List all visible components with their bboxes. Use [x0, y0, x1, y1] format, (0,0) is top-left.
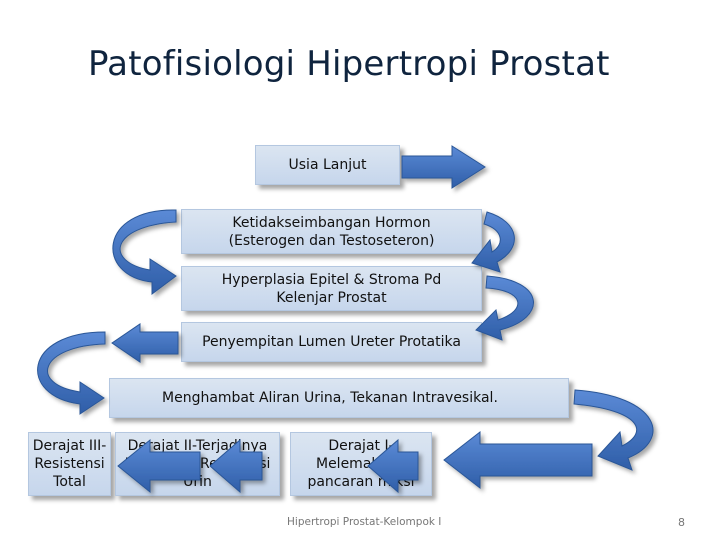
- box-penyempitan-lumen: Penyempitan Lumen Ureter Protatika: [181, 322, 482, 362]
- box-usia-lanjut-label: Usia Lanjut: [288, 157, 367, 173]
- curved-arrow-icon: [471, 211, 515, 273]
- slide-title: Patofisiologi Hipertropi Prostat: [88, 44, 610, 84]
- box-derajat-3: Derajat III- Resistensi Total: [28, 432, 111, 496]
- curved-arrow-icon: [475, 275, 534, 341]
- curved-arrow-icon: [37, 331, 106, 415]
- box-menghambat-aliran: Menghambat Aliran Urina, Tekanan Intrave…: [109, 378, 569, 418]
- box-usia-lanjut: Usia Lanjut: [255, 145, 400, 185]
- slide-footer: Hipertropi Prostat-Kelompok I: [287, 516, 442, 528]
- box-ketidakseimbangan-hormon-label: Ketidakseimbangan Hormon (Esterogen dan …: [228, 214, 435, 249]
- left-arrow-icon: [443, 430, 593, 490]
- page-number: 8: [678, 516, 685, 529]
- box-ketidakseimbangan-hormon: Ketidakseimbangan Hormon (Esterogen dan …: [181, 209, 482, 254]
- right-arrow-icon: [401, 145, 486, 189]
- curved-arrow-icon: [573, 389, 654, 471]
- left-arrow-icon: [367, 438, 419, 494]
- left-arrow-icon: [111, 323, 179, 363]
- curved-arrow-icon: [112, 209, 177, 295]
- box-derajat-3-label: Derajat III- Resistensi Total: [32, 438, 107, 490]
- box-penyempitan-lumen-label: Penyempitan Lumen Ureter Protatika: [202, 334, 461, 350]
- box-menghambat-aliran-label: Menghambat Aliran Urina, Tekanan Intrave…: [162, 390, 498, 406]
- box-hyperplasia-label: Hyperplasia Epitel & Stroma Pd Kelenjar …: [221, 271, 442, 306]
- left-arrow-icon: [117, 438, 201, 494]
- box-hyperplasia: Hyperplasia Epitel & Stroma Pd Kelenjar …: [181, 266, 482, 311]
- left-arrow-icon: [209, 438, 263, 494]
